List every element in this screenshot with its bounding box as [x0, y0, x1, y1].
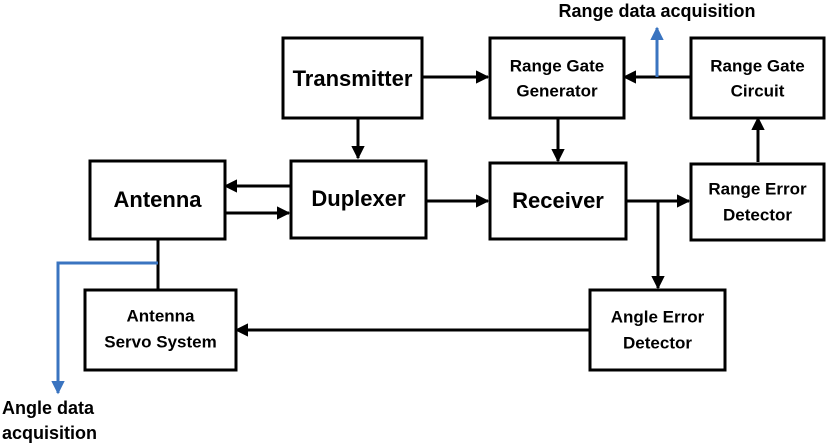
antenna-servo-system-label-line1: Antenna	[127, 306, 196, 325]
range-data-acquisition-label: Range data acquisition	[558, 1, 755, 21]
angle-data-acquisition-label-line1: Angle data	[2, 398, 95, 418]
range-error-detector-label-line1: Range Error	[708, 179, 807, 198]
duplexer-block: Duplexer	[289, 159, 428, 240]
antenna-servo-system-label-line2: Servo System	[104, 332, 216, 351]
arrow-angle-data-acquisition	[51, 261, 158, 395]
range-gate-generator-label-line2: Generator	[516, 81, 598, 100]
antenna-block: Antenna	[88, 159, 227, 241]
antenna-label: Antenna	[114, 187, 203, 212]
duplexer-label: Duplexer	[311, 186, 406, 211]
range-gate-generator-block: Range Gate Generator	[488, 36, 626, 120]
angle-error-detector-block: Angle Error Detector	[588, 288, 727, 372]
transmitter-label: Transmitter	[293, 66, 413, 91]
range-gate-generator-label-line1: Range Gate	[510, 56, 604, 75]
range-gate-circuit-label-line2: Circuit	[731, 81, 785, 100]
receiver-label: Receiver	[512, 188, 604, 213]
transmitter-block: Transmitter	[281, 36, 424, 120]
angle-data-acquisition-label-line2: acquisition	[2, 423, 97, 443]
range-error-detector-label-line2: Detector	[723, 205, 792, 224]
range-error-detector-block: Range Error Detector	[689, 162, 826, 242]
range-gate-circuit-label-line1: Range Gate	[710, 56, 804, 75]
angle-error-detector-label-line1: Angle Error	[611, 307, 705, 326]
connections	[51, 26, 765, 395]
receiver-block: Receiver	[488, 161, 628, 241]
range-gate-circuit-block: Range Gate Circuit	[689, 36, 826, 120]
angle-error-detector-label-line2: Detector	[623, 333, 692, 352]
antenna-servo-system-block: Antenna Servo System	[83, 288, 238, 372]
